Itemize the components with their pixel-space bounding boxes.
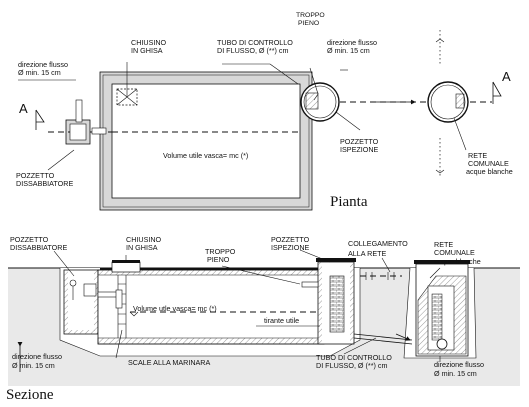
plan-volume-label: Volume utile vasca= mc (*) bbox=[163, 151, 248, 160]
section-flow-left-label-2: Ø min. 15 cm bbox=[12, 361, 55, 370]
section-pozzetto-ispezione bbox=[301, 258, 356, 345]
section-rete-comunale bbox=[414, 260, 470, 357]
section-leaders bbox=[17, 249, 441, 372]
plan-section-a-right: A bbox=[502, 69, 511, 84]
plan-view: CHIUSINO IN GHISA TUBO DI CONTROLLO DI F… bbox=[16, 12, 513, 211]
plan-section-a-left: A bbox=[19, 101, 28, 116]
section-collegamento-label-1: COLLEGAMENTO bbox=[348, 239, 408, 248]
section-troppo-label-1: TROPPO bbox=[205, 247, 236, 256]
section-tank bbox=[97, 260, 325, 345]
section-rete-label-1: RETE bbox=[434, 240, 453, 249]
section-flow-left-label-1: direzione flusso bbox=[12, 352, 62, 361]
section-dissabbiatore-label-1: POZZETTO bbox=[10, 235, 49, 244]
plan-chiusino-manhole bbox=[116, 62, 138, 106]
plan-dissabbiatore-label-2: DISSABBIATORE bbox=[16, 179, 73, 188]
plan-flow-left-label-1: direzione flusso bbox=[18, 60, 68, 69]
plan-section-marks bbox=[35, 81, 502, 133]
plan-flow-left-label-2: Ø min. 15 cm bbox=[18, 68, 61, 77]
plan-leaders bbox=[18, 63, 467, 171]
plan-chiusino-label-1: CHIUSINO bbox=[131, 38, 167, 47]
plan-chiusino-label-2: IN GHISA bbox=[131, 46, 163, 55]
section-scale-label: SCALE ALLA MARINARA bbox=[128, 358, 210, 367]
section-tirante-label: tirante utile bbox=[264, 316, 299, 325]
section-collegamento-label-2: ALLA RETE bbox=[348, 249, 387, 258]
section-volume-label: Volume utle vasca= mc (*) bbox=[133, 304, 217, 313]
section-flow-right-label-2: Ø min. 15 cm bbox=[434, 369, 477, 378]
plan-rete-label-2: COMUNALE bbox=[468, 159, 509, 168]
plan-troppo-label-1: TROPPO bbox=[296, 12, 325, 19]
plan-pozzetto-isp-label-1: POZZETTO bbox=[340, 137, 379, 146]
section-tubo-label-1: TUBO DI CONTROLLO bbox=[316, 353, 392, 362]
plan-pozzetto-isp-label-2: ISPEZIONE bbox=[340, 145, 379, 154]
plan-dissabbiatore-label-1: POZZETTO bbox=[16, 171, 55, 180]
section-rete-label-3: acque blanche bbox=[434, 257, 481, 266]
section-chiusino-label-2: IN GHISA bbox=[126, 243, 158, 252]
section-dissabbiatore bbox=[63, 269, 99, 335]
section-flow-right-label-1: direzione flusso bbox=[434, 360, 484, 369]
plan-rete-label-1: RETE bbox=[468, 151, 487, 160]
plan-flow-right-label-1: direzione flusso bbox=[327, 38, 377, 47]
section-pozzetto-isp-label-1: POZZETTO bbox=[271, 235, 310, 244]
section-view: POZZETTO DISSABBIATORE CHIUSINO IN GHISA… bbox=[6, 235, 520, 403]
section-chiusino-label-1: CHIUSINO bbox=[126, 235, 162, 244]
plan-tubo-label-1: TUBO DI CONTROLLO bbox=[217, 38, 293, 47]
plan-rete-label-3: acque blanche bbox=[466, 167, 513, 176]
plan-flow-right-label-2: Ø min. 15 cm bbox=[327, 46, 370, 55]
plan-troppo-label-2: PIENO bbox=[298, 20, 319, 27]
plan-rete-comunale bbox=[427, 30, 469, 178]
plan-tank bbox=[99, 71, 313, 211]
section-pozzetto-isp-label-2: ISPEZIONE bbox=[271, 243, 310, 252]
plan-tubo-label-2: DI FLUSSO, Ø (**) cm bbox=[217, 46, 288, 55]
section-troppo-label-2: PIENO bbox=[207, 255, 230, 264]
plan-pozzetto-ispezione bbox=[300, 67, 340, 122]
plan-title: Pianta bbox=[330, 194, 368, 210]
section-tubo-label-2: DI FLUSSO, Ø (**) cm bbox=[316, 361, 387, 370]
section-title: Sezione bbox=[6, 387, 54, 403]
section-outlet-pipe bbox=[353, 272, 413, 345]
section-dissabbiatore-label-2: DISSABBIATORE bbox=[10, 243, 67, 252]
section-rete-label-2: COMUNALE bbox=[434, 248, 475, 257]
